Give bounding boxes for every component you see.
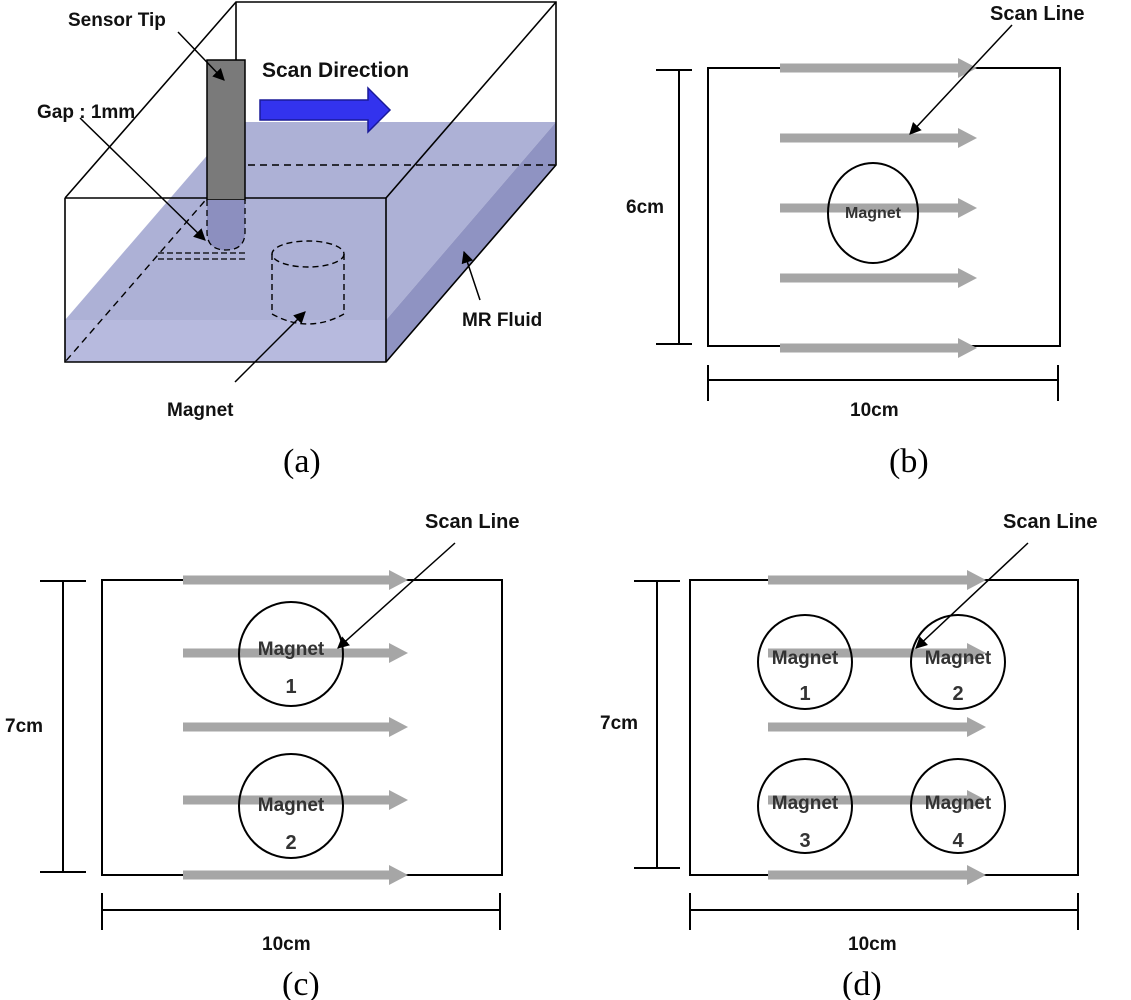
gap-marks bbox=[158, 252, 246, 260]
magnet-2-circle bbox=[910, 614, 1006, 710]
scan-line-leader bbox=[915, 542, 1029, 649]
scan-line-label: Scan Line bbox=[990, 3, 1084, 25]
magnet-4-label: Magnet bbox=[925, 793, 992, 814]
magnet-1-circle bbox=[757, 614, 853, 710]
container-box bbox=[64, 1, 557, 363]
dimension-lines-d bbox=[634, 580, 1079, 930]
panel-a: Sensor Tip Scan Direction Gap : 1mm MR F… bbox=[37, 1, 557, 480]
scan-lines-d bbox=[768, 570, 986, 885]
scan-line-label: Scan Line bbox=[425, 511, 519, 533]
magnet-3-label: Magnet bbox=[772, 793, 839, 814]
magnet-4-number: 4 bbox=[952, 830, 964, 852]
sensor-tip-label: Sensor Tip bbox=[68, 10, 166, 31]
dimension-lines-c bbox=[40, 580, 501, 930]
mr-fluid-front bbox=[65, 320, 386, 362]
magnet-1-number: 1 bbox=[285, 676, 296, 698]
sensor-tip-submerged bbox=[206, 200, 246, 251]
caption-b: (b) bbox=[889, 443, 929, 480]
sensor-tip bbox=[206, 59, 246, 201]
panel-b: Magnet Scan Line 6cm 10cm (b) bbox=[626, 3, 1084, 480]
width-label: 10cm bbox=[262, 934, 311, 955]
hidden-edges bbox=[64, 164, 556, 363]
width-label: 10cm bbox=[848, 934, 897, 955]
caption-d: (d) bbox=[842, 966, 882, 1000]
magnet-2-circle bbox=[238, 753, 344, 859]
gap-label: Gap : 1mm bbox=[37, 102, 135, 123]
magnet-1-label: Magnet bbox=[258, 639, 325, 660]
mr-fluid-label: MR Fluid bbox=[462, 310, 542, 331]
leader-lines-a bbox=[79, 31, 481, 383]
caption-c: (c) bbox=[282, 966, 320, 1000]
magnet-2-number: 2 bbox=[285, 832, 296, 854]
magnet-label: Magnet bbox=[845, 205, 902, 222]
scan-line-leader bbox=[909, 24, 1013, 135]
magnet-2-number: 2 bbox=[952, 683, 963, 705]
magnet-cylinder bbox=[271, 240, 345, 325]
scan-direction-arrow bbox=[259, 86, 392, 134]
magnet-circle bbox=[827, 162, 919, 264]
magnet-2-label: Magnet bbox=[258, 795, 325, 816]
magnet-4-circle bbox=[910, 758, 1006, 854]
caption-a: (a) bbox=[283, 443, 321, 480]
scan-lines-c bbox=[183, 570, 408, 885]
height-label: 7cm bbox=[600, 713, 638, 734]
height-label: 7cm bbox=[5, 716, 43, 737]
magnet-2-label: Magnet bbox=[925, 648, 992, 669]
magnet-1-circle bbox=[238, 601, 344, 707]
panel-c: Magnet 1 Magnet 2 Scan Line 7cm 10cm (c) bbox=[5, 511, 519, 1000]
magnet-3-number: 3 bbox=[799, 830, 810, 852]
scan-lines-b bbox=[780, 58, 977, 358]
mr-fluid-surface bbox=[65, 122, 556, 320]
scan-direction-label: Scan Direction bbox=[262, 59, 409, 82]
magnet-1-number: 1 bbox=[799, 683, 810, 705]
mr-fluid-side bbox=[386, 122, 556, 362]
dimension-lines-b bbox=[656, 69, 1059, 401]
scan-line-leader bbox=[337, 542, 456, 649]
panel-d: Magnet 1 Magnet 2 Magnet 3 Magnet 4 Scan… bbox=[600, 511, 1097, 1000]
scan-line-label: Scan Line bbox=[1003, 511, 1097, 533]
magnet-1-label: Magnet bbox=[772, 648, 839, 669]
magnet-3-circle bbox=[757, 758, 853, 854]
height-label: 6cm bbox=[626, 197, 664, 218]
width-label: 10cm bbox=[850, 400, 899, 421]
magnet-label: Magnet bbox=[167, 400, 234, 421]
